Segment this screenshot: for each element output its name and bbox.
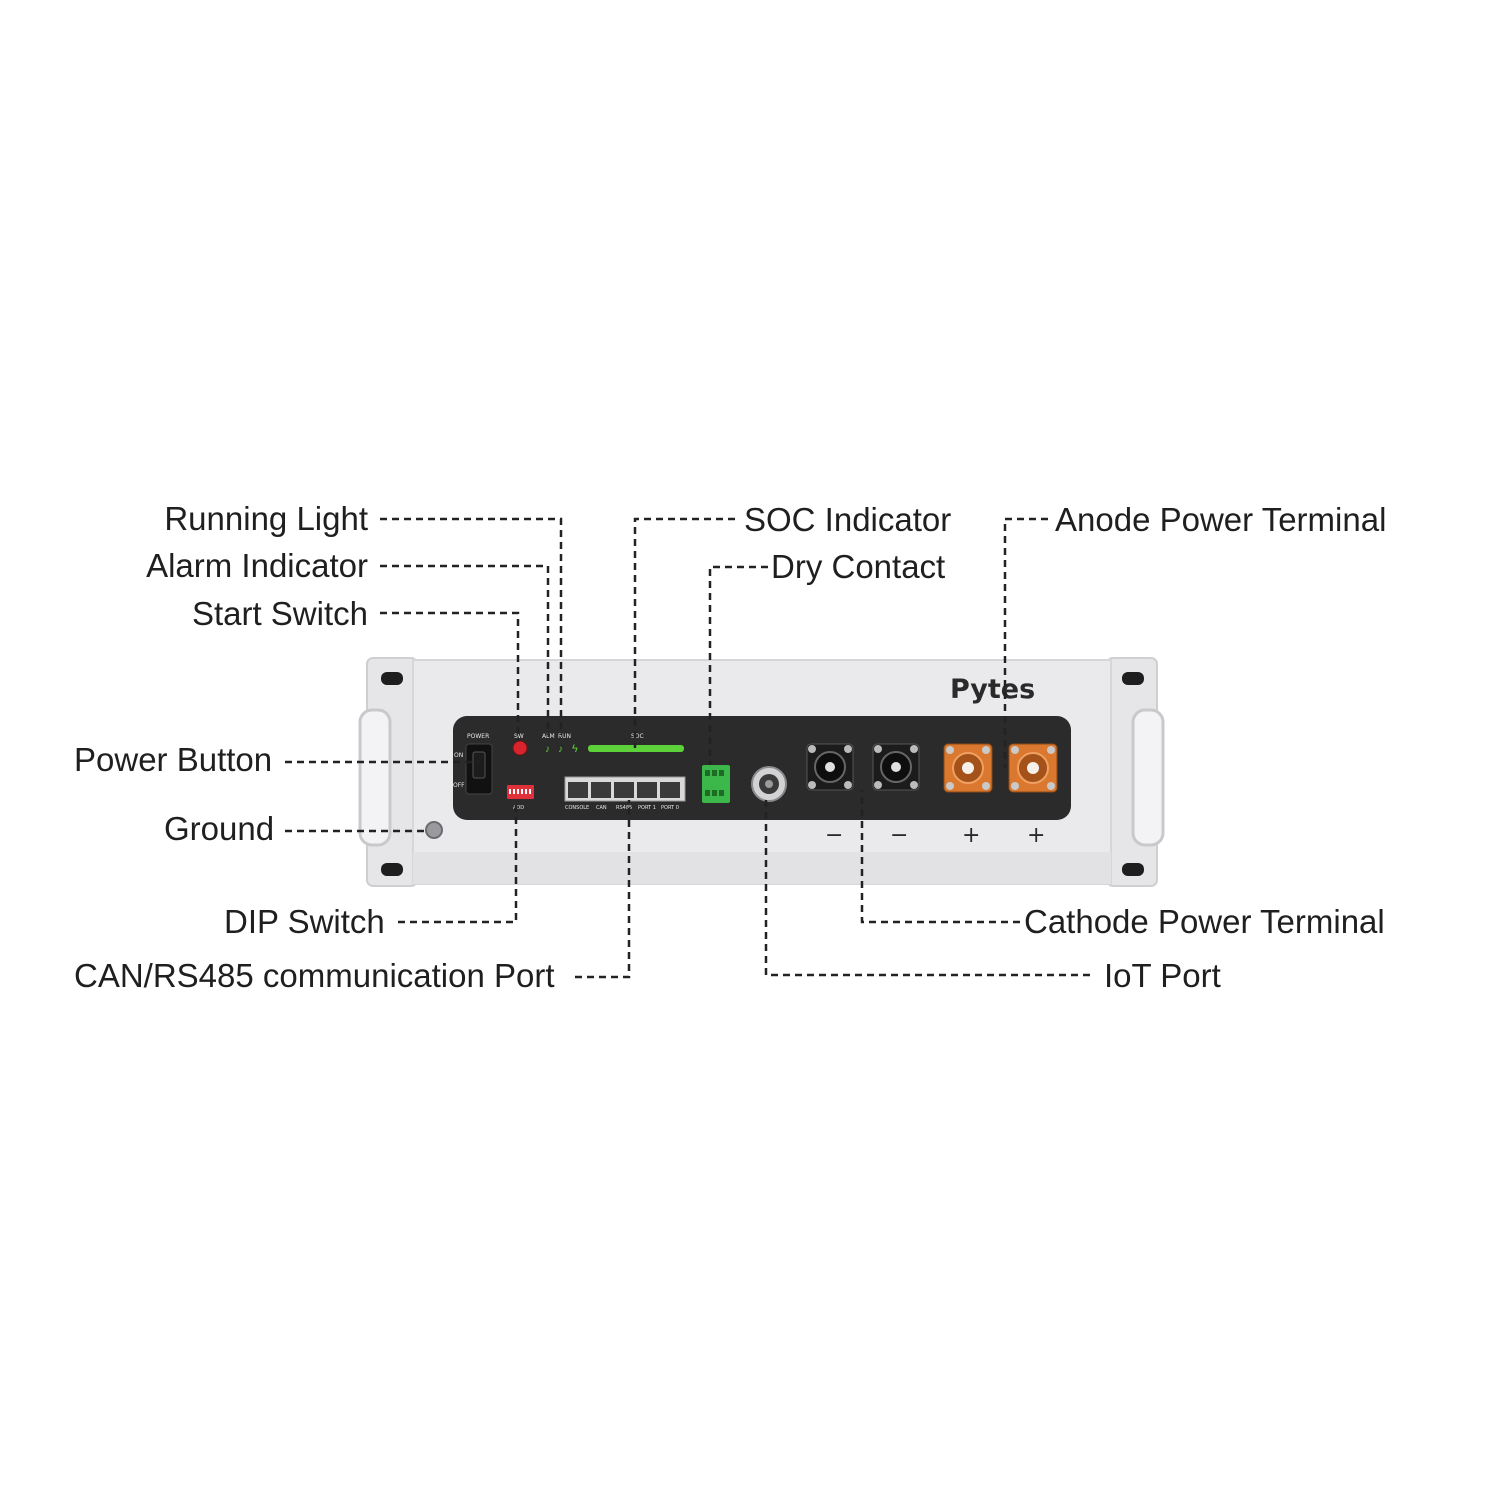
callout-can-rs485-port: CAN/RS485 communication Port bbox=[74, 957, 555, 994]
callout-anode-power-terminal: Anode Power Terminal bbox=[1055, 501, 1387, 538]
cathode-terminal-1[interactable] bbox=[806, 743, 854, 791]
leader-start-switch bbox=[380, 611, 520, 741]
sw-label: SW bbox=[514, 733, 524, 740]
leader-iot-port bbox=[764, 800, 1090, 977]
alarm-led-icon: ♪ bbox=[545, 744, 550, 755]
rj45-port-can[interactable] bbox=[591, 782, 611, 798]
callout-dry-contact: Dry Contact bbox=[771, 548, 946, 585]
leader-lines bbox=[285, 517, 1090, 979]
on-label: ON bbox=[454, 752, 463, 759]
dry-contact-connector[interactable] bbox=[702, 765, 730, 803]
leader-dip-switch bbox=[398, 800, 518, 924]
port-label: CAN bbox=[596, 805, 607, 811]
leader-anode-terminal bbox=[1003, 517, 1048, 768]
callout-cathode-power-terminal: Cathode Power Terminal bbox=[1024, 903, 1385, 940]
port-label: PORT 0 bbox=[661, 805, 679, 811]
run-led-icon: ♪ bbox=[558, 744, 563, 755]
negative-sign: − bbox=[825, 823, 843, 848]
polarity-signs: − − + + bbox=[825, 823, 1045, 848]
port-label: CONSOLE bbox=[565, 805, 589, 811]
rj45-port-port0[interactable] bbox=[660, 782, 680, 798]
start-switch[interactable] bbox=[512, 740, 528, 756]
ground-screw bbox=[425, 821, 443, 839]
alm-label: ALM bbox=[542, 733, 555, 740]
soc-label: SOC bbox=[631, 733, 644, 740]
negative-sign: − bbox=[890, 823, 908, 848]
callout-start-switch: Start Switch bbox=[191, 595, 368, 632]
callout-running-light: Running Light bbox=[164, 500, 368, 537]
callout-iot-port: IoT Port bbox=[1104, 957, 1221, 994]
port-label: PORT 1 bbox=[638, 805, 656, 811]
rj45-port-port1[interactable] bbox=[637, 782, 657, 798]
leader-alarm-indicator bbox=[380, 564, 550, 735]
leader-cathode-terminal bbox=[860, 790, 1020, 924]
callout-alarm-indicator: Alarm Indicator bbox=[146, 547, 368, 584]
leader-can-rs485 bbox=[575, 800, 631, 979]
leader-soc-indicator bbox=[633, 517, 735, 748]
right-handle bbox=[1131, 708, 1165, 847]
off-label: OFF bbox=[453, 782, 465, 789]
callout-power-button: Power Button bbox=[74, 741, 273, 778]
leader-running-light bbox=[380, 517, 563, 735]
positive-sign: + bbox=[962, 823, 980, 848]
rj45-port-console[interactable] bbox=[568, 782, 588, 798]
positive-sign: + bbox=[1027, 823, 1045, 848]
callout-soc-indicator: SOC Indicator bbox=[744, 501, 952, 538]
power-label: POWER bbox=[467, 733, 489, 740]
cathode-terminal-2[interactable] bbox=[872, 743, 920, 791]
brand-logo: Pytes bbox=[950, 674, 1035, 705]
left-handle bbox=[358, 708, 392, 847]
iot-port[interactable] bbox=[751, 766, 787, 802]
rj45-port-rs485[interactable] bbox=[614, 782, 634, 798]
callout-ground: Ground bbox=[164, 810, 275, 847]
anode-terminal-2[interactable] bbox=[1008, 743, 1058, 793]
soc-indicator-bar bbox=[588, 745, 684, 752]
charge-led-icon: ϟ bbox=[572, 743, 578, 755]
port-label: RS485 bbox=[616, 805, 632, 811]
run-label: RUN bbox=[558, 733, 571, 740]
anode-terminal-1[interactable] bbox=[943, 743, 993, 793]
add-label: ADD bbox=[513, 805, 524, 811]
dip-switch[interactable] bbox=[507, 785, 534, 799]
callout-dip-switch: DIP Switch bbox=[224, 903, 385, 940]
rj45-port-group: CONSOLE CAN RS485 PORT 1 PORT 0 bbox=[564, 776, 686, 811]
control-panel: POWER ON OFF SW ALM RUN ♪ ♪ ϟ SOC ADD bbox=[453, 716, 1071, 820]
